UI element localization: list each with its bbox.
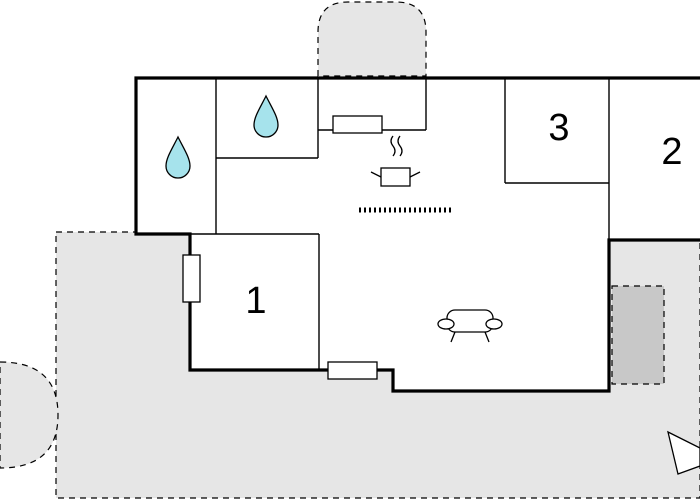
cooking-pot-icon (370, 135, 421, 187)
north-arrow-icon (667, 430, 700, 475)
window-kitchen (332, 115, 383, 134)
sofa-icon (437, 309, 503, 343)
house-interior (136, 78, 700, 391)
window-room-1 (182, 254, 201, 303)
room-label-3: 3 (548, 107, 569, 149)
outer-wall (134, 76, 700, 393)
water-drop-icon (253, 94, 279, 138)
room-label-2: 2 (661, 131, 682, 173)
outdoor-furniture-block (611, 285, 665, 385)
inner-walls (190, 78, 610, 370)
round-outdoor-area (0, 361, 59, 469)
entrance-bump-area (317, 1, 427, 77)
window-bottom (327, 361, 378, 380)
water-drop-icon (165, 135, 191, 179)
room-label-1: 1 (245, 280, 266, 322)
